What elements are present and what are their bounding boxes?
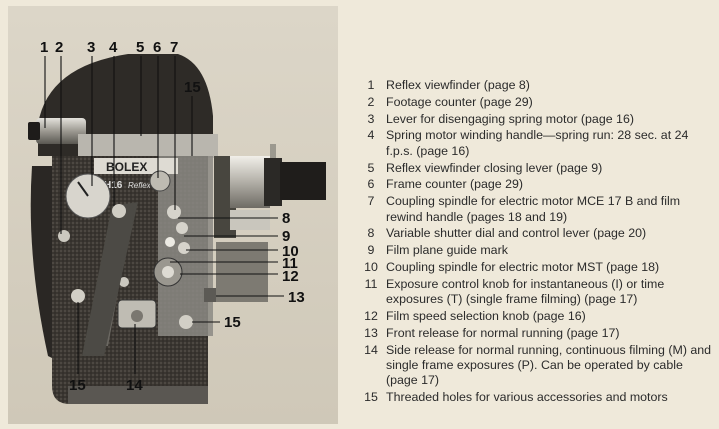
viewfinder-eyepiece xyxy=(28,122,40,140)
legend-item: 8 Variable shutter dial and control lever… xyxy=(356,226,712,241)
legend-text: Film plane guide mark xyxy=(386,243,508,258)
parts-legend: 1 Reflex viewfinder (page 8) 2 Footage coun… xyxy=(356,78,712,407)
knob-left-upper xyxy=(58,230,70,242)
legend-item: 2 Footage counter (page 29) xyxy=(356,95,712,110)
legend-text: Film speed selection knob (page 16) xyxy=(386,308,586,323)
coupling-spindle-mce xyxy=(167,205,181,219)
top-plate xyxy=(78,134,218,158)
callout-15-top: 15 xyxy=(184,79,201,96)
legend-number: 2 xyxy=(367,94,375,109)
legend-number: 11 xyxy=(364,276,378,291)
legend-item: 5 Reflex viewfinder closing lever (page 9… xyxy=(356,161,712,176)
legend-text: Lever for disengaging spring motor (page… xyxy=(386,111,634,126)
callout-10: 10 xyxy=(282,243,299,260)
legend-number: 6 xyxy=(367,177,375,192)
legend-number: 10 xyxy=(364,259,378,274)
lever-pivot xyxy=(112,204,126,218)
camera-figure: BOLEX H16 Reflex xyxy=(8,6,338,424)
legend-number: 15 xyxy=(364,390,378,405)
shutter-dial xyxy=(176,222,188,234)
camera-base xyxy=(68,386,208,404)
film-speed-knob-center xyxy=(162,266,174,278)
knob-left-mid xyxy=(119,277,129,287)
brand-plate xyxy=(94,158,178,174)
sub-label: Reflex xyxy=(128,181,152,190)
leader-lines xyxy=(44,56,284,374)
callout-11: 11 xyxy=(282,255,298,272)
callout-15-right: 15 xyxy=(224,314,241,331)
lens-lower xyxy=(230,210,270,230)
legend-number: 14 xyxy=(364,342,378,357)
callout-4: 4 xyxy=(109,39,118,56)
lens-mount-lower xyxy=(216,242,268,302)
lens-lever xyxy=(270,144,276,158)
legend-item: 4 Spring motor winding handle—spring run:… xyxy=(356,128,712,159)
callout-13: 13 xyxy=(288,289,305,306)
legend-item: 9 Film plane guide mark xyxy=(356,243,712,258)
threaded-hole-1 xyxy=(71,289,85,303)
side-release-lever xyxy=(82,202,138,356)
legend-number: 1 xyxy=(367,78,375,92)
frame-counter xyxy=(149,170,171,192)
legend-item: 14 Side release for normal running, conti… xyxy=(356,343,712,389)
legend-text: Coupling spindle for electric motor MST … xyxy=(386,259,660,274)
legend-item: 3 Lever for disengaging spring motor (pag… xyxy=(356,112,712,127)
legend-text: Frame counter (page 29) xyxy=(386,177,524,192)
callout-6: 6 xyxy=(153,39,161,56)
legend-text: Spring motor winding handle—spring run: … xyxy=(386,128,689,158)
callout-12: 12 xyxy=(282,268,299,285)
legend-item: 6 Frame counter (page 29) xyxy=(356,177,712,192)
brand-label: BOLEX xyxy=(106,160,147,174)
legend-number: 5 xyxy=(367,160,375,175)
legend-text: Footage counter (page 29) xyxy=(386,94,533,109)
callout-7: 7 xyxy=(170,39,178,56)
legend-item: 11 Exposure control knob for instantaneou… xyxy=(356,277,712,308)
legend-text: Reflex viewfinder (page 8) xyxy=(386,78,530,92)
legend-text: Reflex viewfinder closing lever (page 9) xyxy=(386,160,603,175)
callout-2: 2 xyxy=(55,39,63,56)
legend-item: 1 Reflex viewfinder (page 8) xyxy=(356,78,712,93)
exposure-knob xyxy=(165,237,175,247)
legend-item: 12 Film speed selection knob (page 16) xyxy=(356,309,712,324)
callout-8: 8 xyxy=(282,210,290,227)
legend-number: 13 xyxy=(364,325,378,340)
legend-item: 10 Coupling spindle for electric motor MS… xyxy=(356,260,712,275)
lens-ring xyxy=(264,158,282,206)
callout-9: 9 xyxy=(282,228,290,245)
legend-number: 4 xyxy=(367,128,375,143)
camera-illustration: BOLEX H16 Reflex xyxy=(8,6,338,424)
lens-barrel xyxy=(230,156,270,208)
legend-item: 15 Threaded holes for various accessories… xyxy=(356,390,712,405)
legend-number: 8 xyxy=(367,226,375,241)
footage-counter-needle xyxy=(77,181,89,197)
legend-number: 3 xyxy=(367,111,375,126)
legend-number: 12 xyxy=(364,308,378,323)
legend-item: 13 Front release for normal running (page… xyxy=(356,326,712,341)
legend-number: 9 xyxy=(367,243,375,258)
callout-1: 1 xyxy=(40,39,48,56)
lens-hood xyxy=(280,162,326,200)
threaded-hole-2 xyxy=(179,315,193,329)
legend-text: Exposure control knob for instantaneous … xyxy=(386,276,665,307)
legend-item: 7 Coupling spindle for electric motor MCE… xyxy=(356,194,712,225)
legend-text: Side release for normal running, continu… xyxy=(386,342,712,388)
legend-text: Threaded holes for various accessories a… xyxy=(386,390,668,405)
callout-5: 5 xyxy=(136,39,144,56)
legend-number: 7 xyxy=(367,194,375,209)
legend-text: Coupling spindle for electric motor MCE … xyxy=(386,194,681,224)
front-release xyxy=(204,288,216,302)
legend-text: Front release for normal running (page 1… xyxy=(386,325,620,340)
callout-15-bottom: 15 xyxy=(69,377,86,394)
callout-3: 3 xyxy=(87,39,95,56)
callout-14: 14 xyxy=(126,377,143,394)
spindle-mst xyxy=(178,242,190,254)
legend-text: Variable shutter dial and control lever … xyxy=(386,226,647,241)
side-release-button xyxy=(131,310,143,322)
model-label: H16 xyxy=(104,180,123,191)
